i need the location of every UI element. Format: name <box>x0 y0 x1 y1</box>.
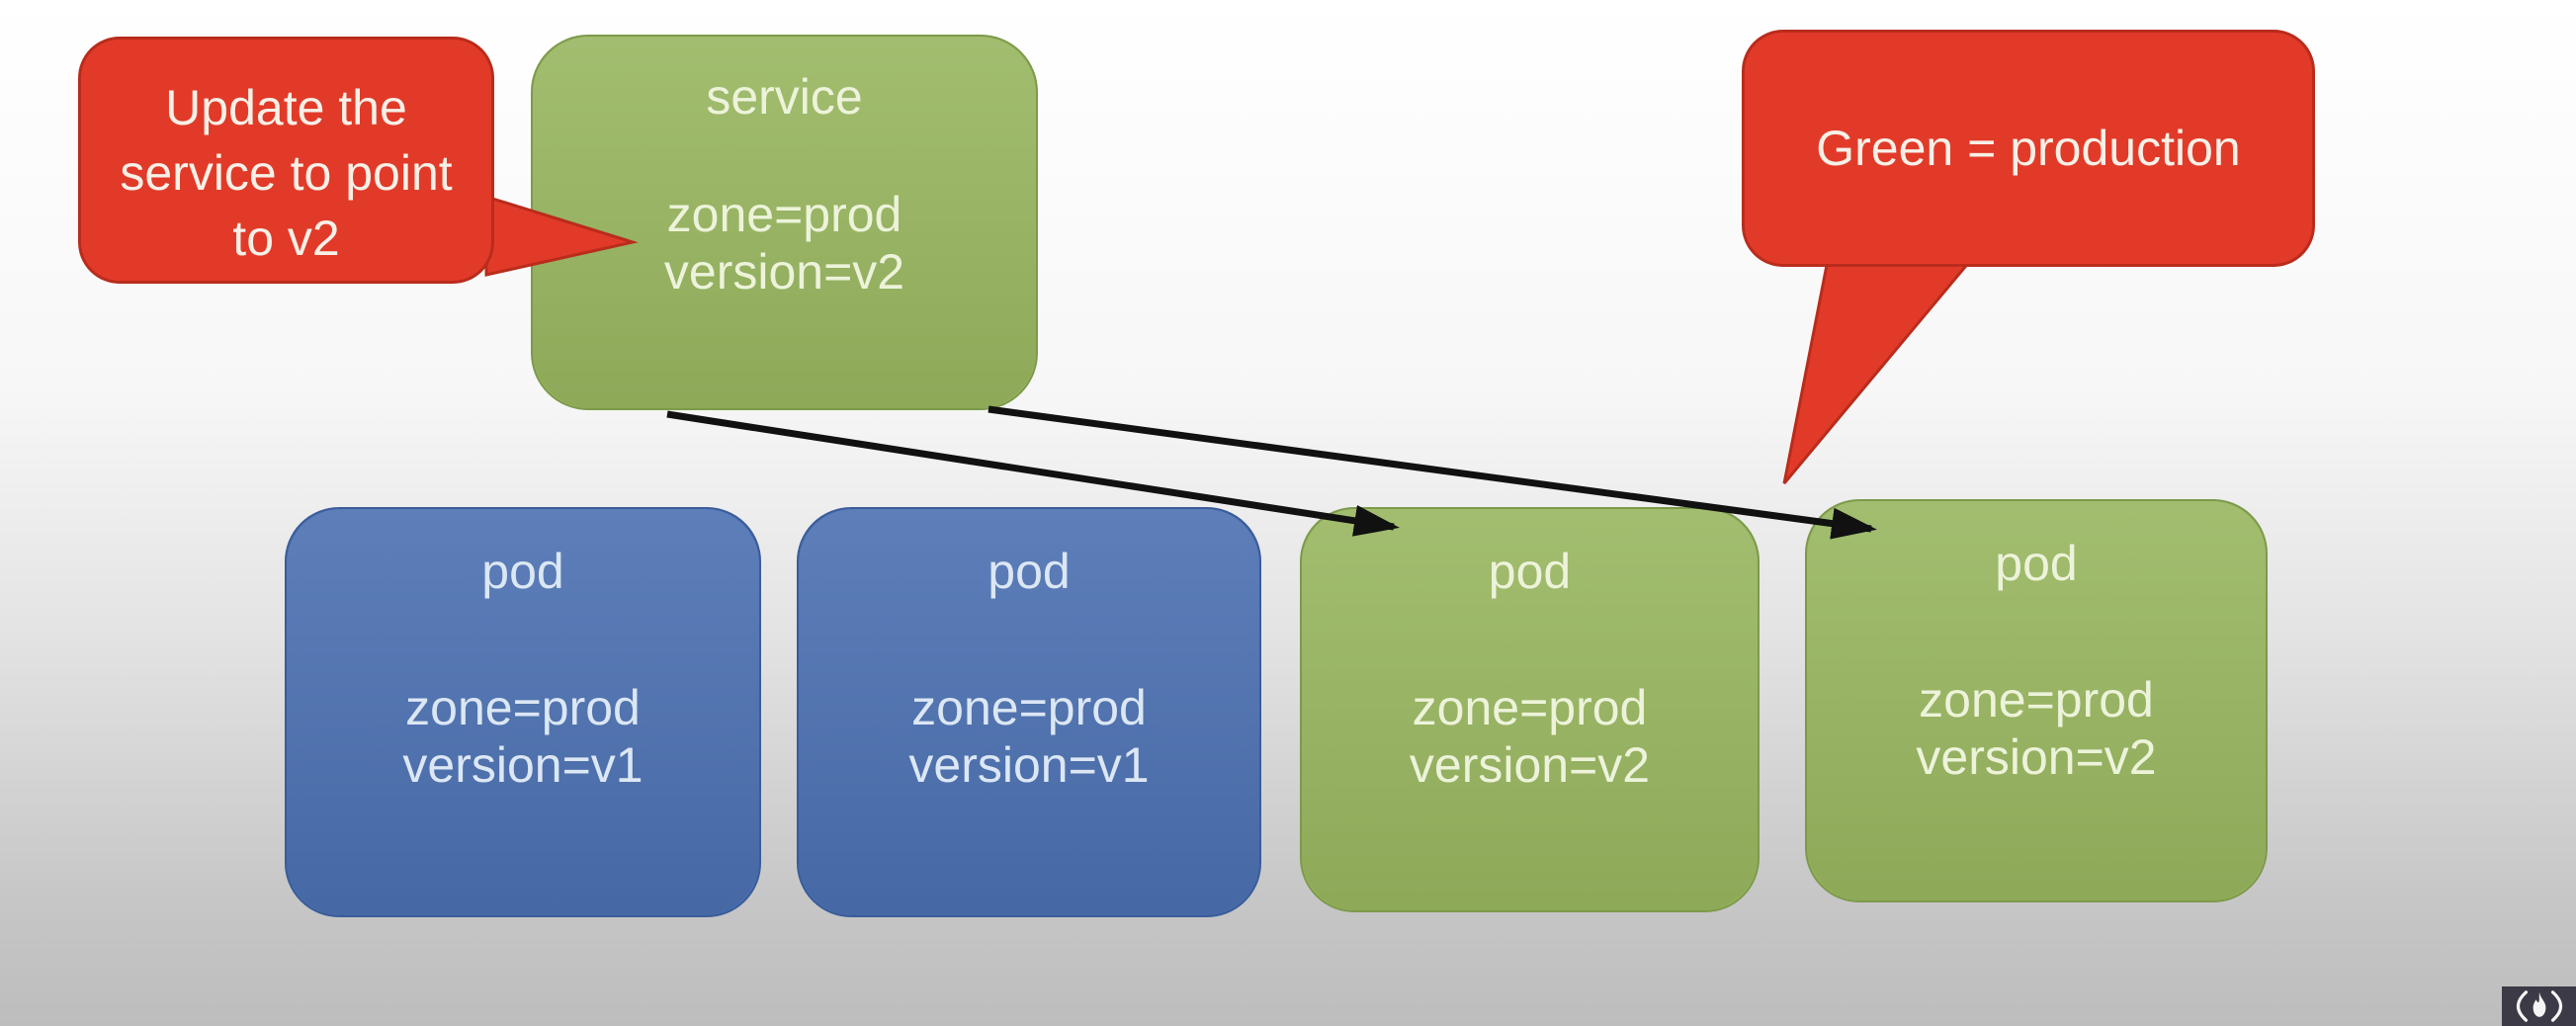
pod-labels: zone=prod version=v2 <box>1302 679 1758 794</box>
pod-box-1: pod zone=prod version=v1 <box>285 507 761 917</box>
pod-title: pod <box>481 544 564 599</box>
callout-text: Green = production <box>1816 121 2241 176</box>
callout-line: to v2 <box>232 211 340 266</box>
service-label-version: version=v2 <box>663 244 905 299</box>
pod-label-zone: zone=prod <box>911 680 1147 735</box>
pod-title: pod <box>987 544 1071 599</box>
pod-box-4: pod zone=prod version=v2 <box>1805 499 2268 902</box>
pod-box-3: pod zone=prod version=v2 <box>1300 507 1760 912</box>
pod-label-version: version=v2 <box>1916 729 2157 785</box>
service-box: service zone=prod version=v2 <box>531 35 1038 410</box>
pod-label-zone: zone=prod <box>1412 680 1648 735</box>
pod-labels: zone=prod version=v2 <box>1807 671 2266 786</box>
callout-line: service to point <box>120 145 453 201</box>
arrow-service-to-pod3 <box>666 410 1400 537</box>
callout-green-production: Green = production <box>1742 30 2315 267</box>
pod-title: pod <box>1995 536 2078 591</box>
service-label-zone: zone=prod <box>666 187 902 242</box>
pod-labels: zone=prod version=v1 <box>799 679 1259 794</box>
service-labels: zone=prod version=v2 <box>533 186 1036 300</box>
callout-line: Update the <box>165 80 407 135</box>
callout-update-service: Update the service to point to v2 <box>78 37 494 284</box>
flame-in-parentheses-icon <box>2516 990 2562 1022</box>
pod-label-zone: zone=prod <box>1919 672 2154 727</box>
arrow-service-to-pod4 <box>987 405 1877 540</box>
service-title: service <box>706 69 863 125</box>
callout-tail-right <box>1782 253 1979 484</box>
pod-title: pod <box>1488 544 1572 599</box>
pod-label-zone: zone=prod <box>405 680 641 735</box>
video-watermark-logo <box>2502 986 2576 1026</box>
pod-box-2: pod zone=prod version=v1 <box>797 507 1261 917</box>
pod-label-version: version=v2 <box>1409 737 1651 793</box>
pod-label-version: version=v1 <box>402 737 644 793</box>
pod-label-version: version=v1 <box>908 737 1150 793</box>
callout-tail-left <box>484 194 639 277</box>
pod-labels: zone=prod version=v1 <box>287 679 759 794</box>
